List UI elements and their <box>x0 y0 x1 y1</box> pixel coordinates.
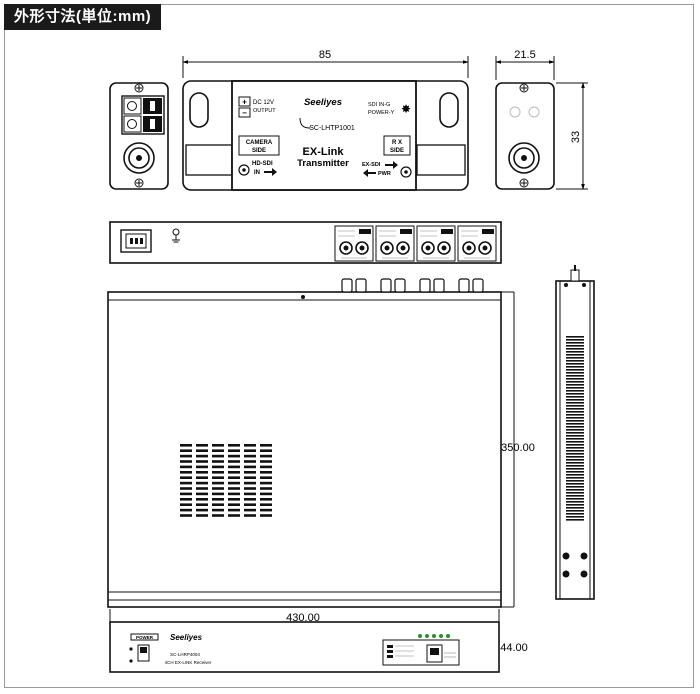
connector-stub <box>341 278 353 293</box>
ex-sdi-label: EX-SDI <box>362 162 381 168</box>
svg-text:−: − <box>242 109 247 118</box>
receiver-side-view <box>555 265 595 600</box>
transmitter-height-label: 33 <box>570 131 582 143</box>
connector-stub <box>380 278 392 293</box>
transmitter-right-view <box>495 82 555 190</box>
svg-text:+: + <box>242 98 247 107</box>
transmitter-height-dimension: 33 <box>556 82 588 190</box>
channel-label-plate <box>359 229 371 234</box>
rx-side-sub-label: SIDE <box>390 148 404 154</box>
drawing-frame <box>4 4 694 688</box>
ex-sdi-sub-label: PWR <box>378 171 391 177</box>
status-led <box>432 634 436 638</box>
transmitter-depth-dimension: 21.5 <box>495 49 555 80</box>
receiver-depth-dimension: 350.00 <box>501 442 535 454</box>
ground-icon <box>172 228 180 236</box>
power-switch-label: POWER <box>136 635 154 640</box>
sdi-in-g-label: SDI IN-G <box>368 102 390 108</box>
channel-label-plate <box>441 229 453 234</box>
rx-side-label: R X <box>392 140 402 146</box>
hd-sdi-label: HD-SDI <box>252 161 273 167</box>
product-name-line2: Transmitter <box>297 158 349 169</box>
connector-stub <box>394 278 406 293</box>
power-y-label: POWER-Y <box>368 110 395 116</box>
transmitter-end-view <box>109 82 169 190</box>
receiver-height-label: 44.00 <box>500 642 528 654</box>
channel-label-plate <box>400 229 412 234</box>
receiver-height-dimension: 44.00 <box>500 642 528 654</box>
connector-stub <box>472 278 484 293</box>
receiver-front-view: POWER Seeliyes SC-LHRP4004 4CH EX-LINK R… <box>109 621 500 673</box>
transmitter-model: SC-LHTP1001 <box>309 125 355 132</box>
product-name-line1: EX-Link <box>303 146 345 158</box>
dc-input-label: DC 12V <box>253 100 274 106</box>
receiver-brand: Seeliyes <box>170 633 203 642</box>
transmitter-width-label: 85 <box>319 49 331 61</box>
receiver-rear-view <box>109 221 502 264</box>
status-led <box>418 634 422 638</box>
status-led <box>425 634 429 638</box>
dc-input-sub-label: OUTPUT <box>253 108 276 114</box>
receiver-width-label: 430.00 <box>286 612 320 624</box>
connector-stub <box>433 278 445 293</box>
receiver-depth-label: 350.00 <box>501 442 535 454</box>
camera-side-sub-label: SIDE <box>252 148 266 154</box>
transmitter-depth-label: 21.5 <box>514 49 535 61</box>
transmitter-top-view: + − DC 12V OUTPUT Seeliyes SC-LHTP1001 S… <box>182 80 469 191</box>
receiver-top-view <box>107 278 515 608</box>
channel-label-plate <box>482 229 494 234</box>
page-title: 外形寸法(単位:mm) <box>4 4 162 30</box>
receiver-subtitle: 4CH EX-LINK Receiver <box>165 660 212 665</box>
connector-stub <box>355 278 367 293</box>
status-led <box>446 634 450 638</box>
transmitter-width-dimension: 85 <box>182 49 469 78</box>
connector-stub <box>419 278 431 293</box>
status-led <box>439 634 443 638</box>
transmitter-brand: Seeliyes <box>304 97 342 108</box>
receiver-model: SC-LHRP4004 <box>170 652 200 657</box>
receiver-width-dimension: 430.00 <box>109 609 500 624</box>
connector-stub <box>458 278 470 293</box>
camera-side-label: CAMERA <box>246 140 273 146</box>
hd-sdi-sub-label: IN <box>254 170 260 176</box>
led-indicator-icon: ✸ <box>401 102 411 116</box>
